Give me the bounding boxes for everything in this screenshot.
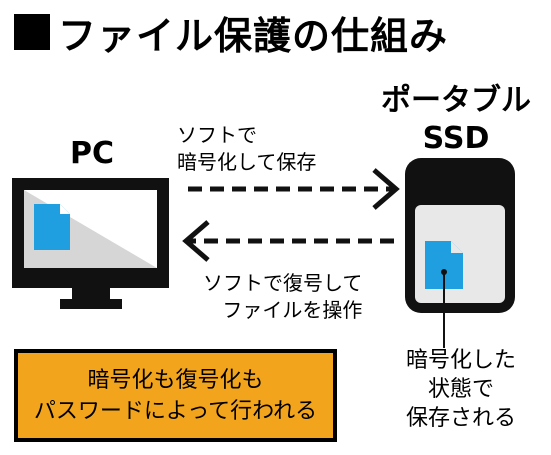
title-square-icon [14, 14, 50, 50]
ssd-note-leader [441, 269, 447, 348]
ssd-file-icon [425, 241, 463, 289]
password-note-line1: 暗号化も復号化も [87, 367, 264, 393]
encrypt-save-caption: ソフトで 暗号化して保存 [177, 122, 316, 176]
password-note-line2: パスワードによって行われる [33, 398, 318, 424]
ssd-state-line2: 状態で [427, 377, 494, 402]
ssd-label-line2: SSD [422, 121, 490, 156]
encrypt-save-line1: ソフトで [177, 123, 257, 147]
title-text: ファイル保護の仕組み [58, 13, 449, 58]
decrypt-operate-caption: ソフトで復号して ファイルを操作 [203, 270, 362, 324]
password-note-box: 暗号化も復号化も パスワードによって行われる [14, 349, 337, 442]
ssd-label: ポータブル SSD [372, 82, 540, 158]
ssd-state-line1: 暗号化した [405, 348, 516, 373]
encrypt-save-line2: 暗号化して保存 [177, 150, 317, 174]
portable-ssd-icon [405, 158, 515, 313]
decrypt-operate-line2: ファイルを操作 [222, 298, 363, 322]
ssd-state-note: 暗号化した 状態で 保存される [386, 346, 536, 433]
arrow-decrypt-operate [182, 220, 394, 262]
diagram-title: ファイル保護の仕組み [14, 6, 448, 58]
pc-label: PC [70, 136, 115, 171]
ssd-state-line3: 保存される [405, 406, 516, 431]
ssd-label-line1: ポータブル [381, 83, 531, 118]
decrypt-operate-line1: ソフトで復号して [203, 271, 363, 295]
arrow-encrypt-save [188, 168, 400, 210]
pc-file-icon [34, 204, 70, 250]
